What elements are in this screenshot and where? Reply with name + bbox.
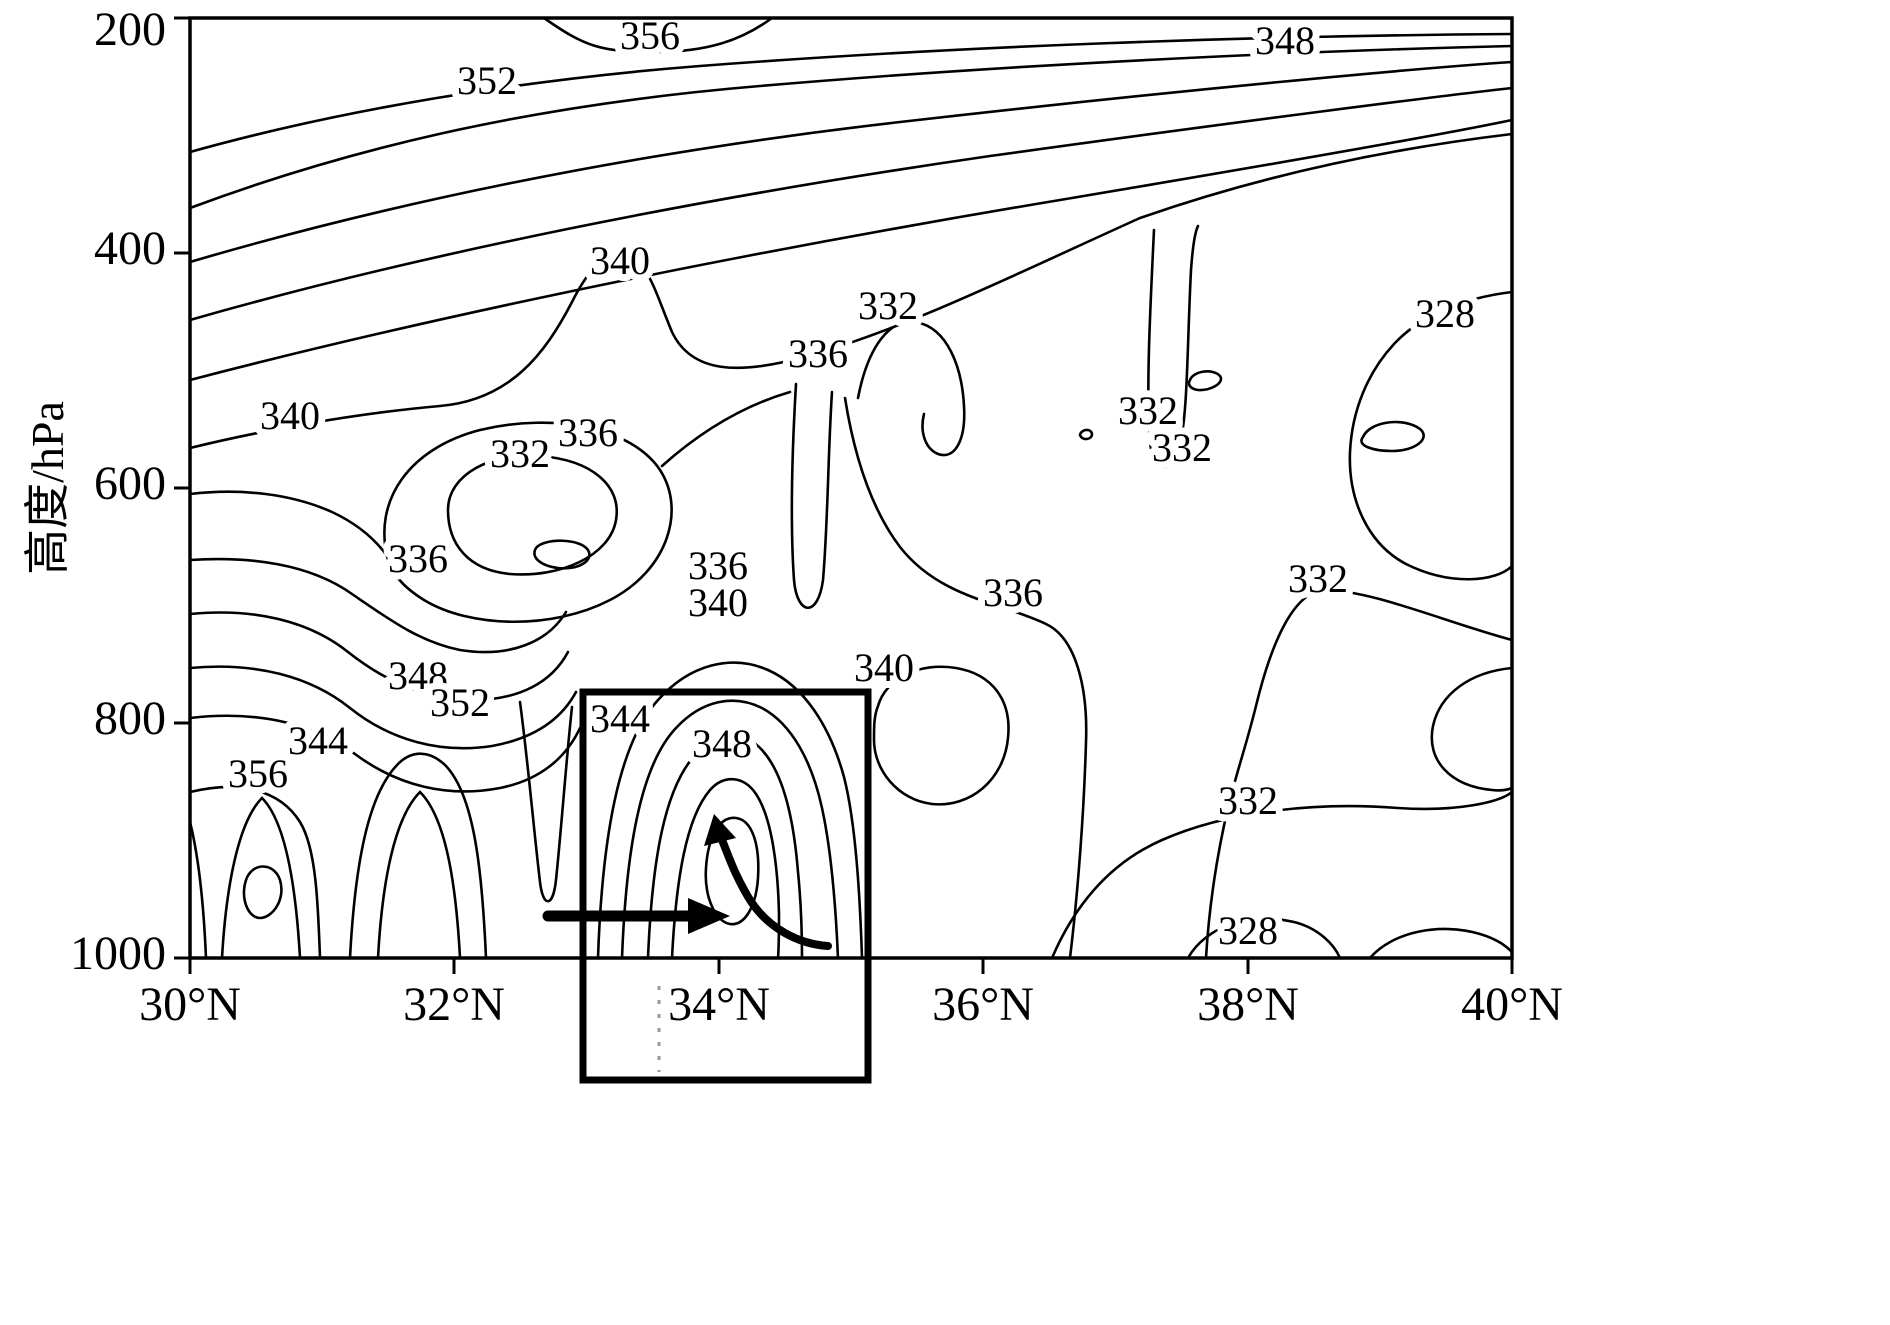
contour-line bbox=[1368, 927, 1514, 960]
contour-line bbox=[188, 86, 1514, 322]
x-tick-label: 40°N bbox=[1461, 978, 1563, 1031]
contour-label: 356 bbox=[620, 13, 680, 58]
highlight-box bbox=[579, 688, 872, 1084]
x-tick-label: 32°N bbox=[403, 978, 505, 1031]
contour-label: 328 bbox=[1415, 291, 1475, 336]
contour-label: 340 bbox=[688, 580, 748, 625]
contour-label: 336 bbox=[983, 570, 1043, 615]
contour-line bbox=[188, 60, 1514, 264]
contour-label: 336 bbox=[788, 331, 848, 376]
contour-label: 348 bbox=[1255, 18, 1315, 63]
contour-label: 352 bbox=[457, 58, 517, 103]
contour-label: 332 bbox=[858, 283, 918, 328]
contour-line bbox=[1050, 790, 1514, 960]
contour-line bbox=[188, 132, 1514, 450]
contour-line bbox=[542, 16, 774, 54]
y-tick-label: 400 bbox=[94, 222, 166, 275]
flow-arrow-head bbox=[688, 898, 730, 934]
contour-line bbox=[790, 382, 834, 610]
contour-line bbox=[1186, 917, 1342, 960]
contour-label: 344 bbox=[590, 696, 650, 741]
x-tick-label: 36°N bbox=[932, 978, 1034, 1031]
contour-line bbox=[188, 665, 578, 750]
contour-line bbox=[843, 396, 1088, 960]
contour-line bbox=[188, 714, 582, 793]
contour-line bbox=[188, 557, 568, 654]
contour-label: 340 bbox=[260, 393, 320, 438]
contour-line bbox=[1430, 666, 1514, 792]
contour-line bbox=[188, 785, 322, 960]
contour-line bbox=[188, 118, 1514, 382]
y-tick-label: 600 bbox=[94, 457, 166, 510]
contour-line bbox=[1078, 428, 1094, 441]
y-tick-label: 800 bbox=[94, 692, 166, 745]
contour-line bbox=[446, 454, 619, 576]
contour-line bbox=[383, 421, 673, 624]
contour-line bbox=[242, 865, 283, 920]
x-tick-label: 34°N bbox=[668, 978, 770, 1031]
contour-label: 332 bbox=[490, 431, 550, 476]
contour-line bbox=[1147, 224, 1200, 469]
contour-label: 332 bbox=[1288, 556, 1348, 601]
contour-line bbox=[1204, 588, 1514, 960]
contour-line bbox=[1187, 370, 1223, 392]
contour-label: 336 bbox=[558, 410, 618, 455]
contour-line bbox=[646, 734, 804, 960]
contour-label: 332 bbox=[1152, 425, 1212, 470]
contour-label: 348 bbox=[388, 653, 448, 698]
contour-line bbox=[348, 752, 488, 960]
y-axis-title: 高度/hPa bbox=[22, 401, 73, 575]
contour-line bbox=[872, 665, 1010, 806]
contour-line bbox=[188, 611, 570, 702]
y-tick-label: 200 bbox=[94, 3, 166, 56]
contour-line bbox=[1360, 420, 1425, 453]
flow-arrow-shaft bbox=[718, 836, 832, 950]
contour-line bbox=[220, 796, 302, 960]
contour-label: 340 bbox=[590, 238, 650, 283]
contour-line bbox=[376, 790, 462, 960]
contour-line bbox=[518, 700, 574, 903]
contour-label: 352 bbox=[430, 680, 490, 725]
contour-label: 336 bbox=[388, 536, 448, 581]
contour-label: 336 bbox=[688, 543, 748, 588]
contour-label: 344 bbox=[288, 718, 348, 763]
x-tick-label: 38°N bbox=[1197, 978, 1299, 1031]
contour-line bbox=[533, 539, 591, 570]
contour-label: 332 bbox=[1218, 778, 1278, 823]
contour-line bbox=[188, 32, 1514, 154]
contour-label: 356 bbox=[228, 751, 288, 796]
contour-line bbox=[670, 777, 781, 960]
contour-label: 328 bbox=[1218, 908, 1278, 953]
y-tick-label: 1000 bbox=[70, 927, 166, 980]
contour-line bbox=[188, 44, 1514, 210]
contour-label: 340 bbox=[854, 645, 914, 690]
contour-label: 332 bbox=[1118, 388, 1178, 433]
contour-line bbox=[596, 661, 864, 960]
flow-arrow-head bbox=[704, 814, 736, 846]
contour-line bbox=[620, 699, 840, 960]
contour-label: 348 bbox=[692, 721, 752, 766]
contour-line bbox=[188, 820, 208, 960]
contour-line bbox=[1348, 290, 1514, 581]
x-tick-label: 30°N bbox=[139, 978, 241, 1031]
contour-line bbox=[188, 490, 392, 562]
contour-line bbox=[660, 390, 792, 468]
contour-line bbox=[856, 320, 966, 457]
